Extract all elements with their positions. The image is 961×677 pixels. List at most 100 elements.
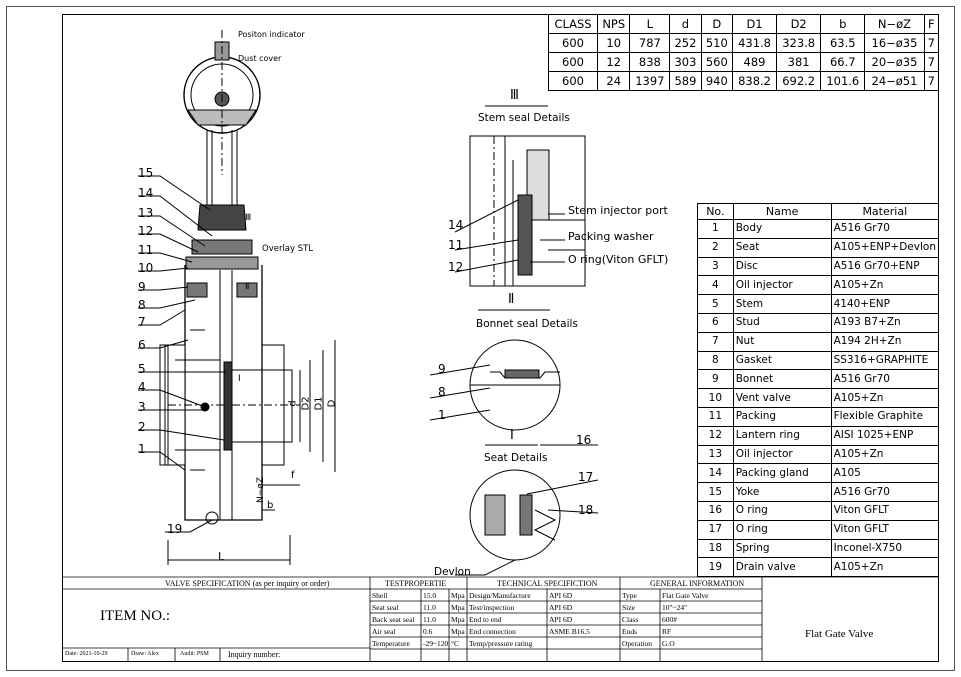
gen-value: G.O (662, 639, 675, 648)
overlay-label: Overlay STL (262, 244, 314, 254)
gen-name: Ends (622, 627, 637, 636)
spec-header: VALVE SPECIFICATION (as per inquiry or o… (165, 579, 330, 588)
tech-name: End to end (469, 615, 502, 624)
devlon-label: Devlon (434, 566, 471, 578)
dim-b: b (267, 500, 274, 511)
test-header: TESTPROPERTIE (385, 579, 447, 588)
dims-cell: 101.6 (820, 71, 866, 91)
part-callout: 4 (138, 380, 146, 394)
materials-cell: 19 (697, 557, 734, 578)
section-mark-ii: Ⅱ (245, 282, 250, 292)
tech-name: Test/inspection (469, 603, 515, 612)
part-callout: 5 (138, 362, 146, 376)
materials-header-cell: Material (830, 203, 940, 220)
dust-cover-label: Dust cover (238, 54, 282, 63)
gen-name: Type (622, 591, 637, 600)
bonnet-seal-title: Bonnet seal Details (476, 318, 578, 330)
seat-roman: Ⅰ (510, 428, 514, 443)
test-value: 0.6 (423, 627, 433, 636)
bonnet-callout: 1 (438, 408, 446, 422)
drawing-frame (62, 14, 939, 662)
dims-cell: 16−ø35 (864, 33, 925, 53)
part-callout: 14 (138, 186, 154, 200)
section-mark-iii: Ⅲ (245, 213, 252, 223)
part-callout: 13 (138, 206, 154, 220)
dims-cell: 303 (669, 52, 702, 72)
materials-cell: A105+Zn (830, 557, 940, 578)
bonnet-callout: 8 (438, 385, 446, 399)
tech-value: API 6D (549, 615, 573, 624)
test-value: 11.0 (423, 615, 436, 624)
test-name: Air seal (372, 627, 396, 636)
dims-header-cell: NPS (597, 14, 631, 34)
stem-seal-roman: Ⅲ (510, 88, 519, 103)
materials-cell: Packing gland (732, 463, 832, 484)
part-callout: 1 (138, 442, 146, 456)
tech-value: ASME B16.5 (549, 627, 590, 636)
tech-value: API 6D (549, 591, 573, 600)
materials-cell: Packing (732, 406, 832, 427)
test-name: Shell (372, 591, 388, 600)
gen-value: Flat Gate Valve (662, 591, 709, 600)
materials-cell: Drain valve (732, 557, 832, 578)
tech-name: Design/Manufacture (469, 591, 531, 600)
seat-callout: 17 (578, 470, 594, 484)
test-value: 15.0 (423, 591, 437, 600)
packing-washer-label: Packing washer (568, 230, 654, 243)
gen-name: Operation (622, 639, 652, 648)
test-value: 11.0 (423, 603, 436, 612)
tech-name: Temp/pressure rating (469, 639, 533, 648)
part-callout: 9 (138, 280, 146, 294)
item-no: ITEM NO.: (100, 608, 170, 624)
dims-cell: 24−ø51 (864, 71, 925, 91)
product-name: Flat Gate Valve (805, 628, 874, 640)
test-unit: Mpa (451, 615, 465, 624)
gen-value: 600# (662, 615, 677, 624)
dims-cell: 24 (597, 71, 631, 91)
seat-callout: 18 (578, 503, 594, 517)
seat-title: Seat Details (484, 452, 548, 464)
date: Date: 2021-10-29 (65, 651, 108, 657)
stem-seal-title: Stem seal Details (478, 112, 570, 124)
dims-cell: 7 (923, 71, 940, 91)
dims-header-cell: N−øZ (864, 14, 925, 34)
dims-cell: 940 (700, 71, 733, 91)
materials-cell: O ring (732, 500, 832, 521)
seat-callout: 16 (576, 433, 592, 447)
dims-cell: 600 (547, 71, 599, 91)
materials-cell: A516 Gr70 (830, 219, 940, 239)
dims-cell: 589 (669, 71, 702, 91)
gen-header: GENERAL INFORMATION (650, 579, 745, 588)
dims-cell: 1397 (629, 71, 671, 91)
position-indicator-label: Positon indicator (238, 30, 305, 39)
part-callout: 19 (167, 522, 183, 536)
materials-cell: A516 Gr70 (830, 482, 940, 502)
materials-cell: A105+ENP+Devlon (830, 237, 940, 258)
test-unit: Mpa (451, 603, 465, 612)
outer-border (6, 6, 955, 671)
part-callout: 15 (138, 166, 154, 180)
part-callout: 7 (138, 315, 146, 329)
test-unit: Mpa (451, 591, 465, 600)
materials-cell: A193 B7+Zn (830, 312, 940, 333)
bonnet-callout: 9 (438, 362, 446, 376)
materials-cell: Oil injector (732, 275, 832, 296)
materials-cell: A105+Zn (830, 275, 940, 296)
materials-cell: Vent valve (732, 388, 832, 408)
tech-value: API 6D (549, 603, 573, 612)
materials-cell: Viton GFLT (830, 500, 940, 521)
audit: Audit: PSM (180, 651, 209, 657)
